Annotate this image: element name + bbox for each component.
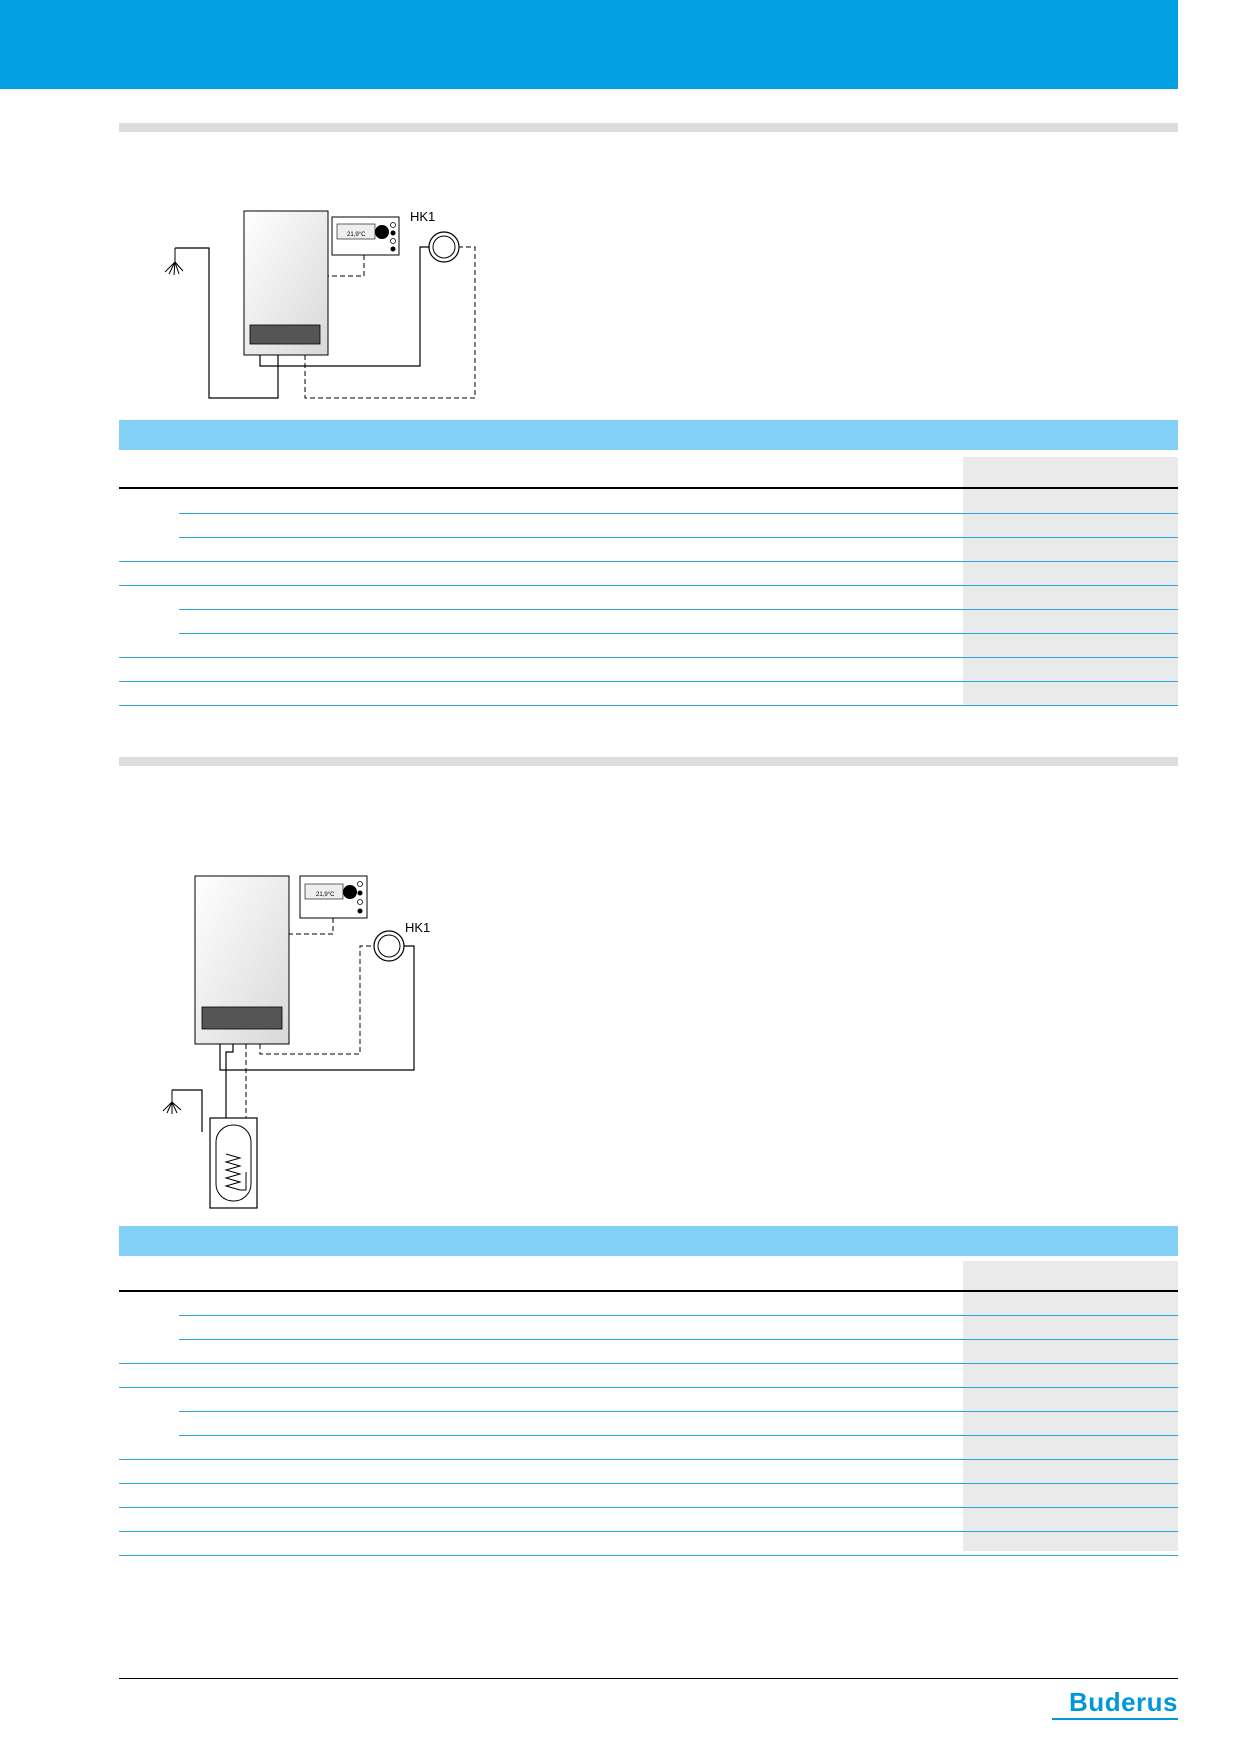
svg-text:HK1: HK1 [405,920,430,935]
table-2-header-band [119,1226,1178,1256]
table-row [119,705,1178,706]
section-2-rule [119,757,1178,766]
table-row [119,1507,1178,1508]
buderus-logo: Buderus [1052,1687,1178,1720]
table-1-top-rule [119,487,1178,489]
hot-water-cylinder-icon [209,1117,258,1209]
table-1-header-band [119,420,1178,450]
controller-icon: 21,9°C [331,216,400,256]
table-row [119,1531,1178,1532]
shower-icon [162,1090,182,1114]
component-table-1 [119,420,1178,710]
table-row [119,681,1178,682]
component-table-2 [119,1226,1178,1556]
table-row [179,513,1178,514]
table-2-value-column [963,1261,1178,1551]
system-diagram-1: 21,9°C HK1 [150,200,490,410]
table-row [119,1483,1178,1484]
table-row [119,1387,1178,1388]
header-bar [0,0,1178,89]
shower-icon [164,248,184,276]
logo-underline [1052,1718,1178,1720]
controller-icon: 21,9°C [299,875,368,919]
system-diagram-2: 21,9°C HK1 [150,870,450,1220]
table-2-top-rule [119,1290,1178,1292]
table-row [179,1411,1178,1412]
table-row [179,537,1178,538]
table-1-value-column [963,457,1178,706]
svg-text:HK1: HK1 [410,209,435,224]
table-row [119,657,1178,658]
section-1-rule [119,123,1178,132]
table-row [119,1363,1178,1364]
table-row [179,633,1178,634]
footer-rule [119,1678,1178,1679]
table-row [179,1435,1178,1436]
table-row [179,1315,1178,1316]
svg-text:21,9°C: 21,9°C [316,892,335,898]
table-row [179,1339,1178,1340]
logo-text: Buderus [1069,1687,1178,1717]
table-row [119,585,1178,586]
table-row [119,1555,1178,1556]
table-row [179,609,1178,610]
table-row [119,1459,1178,1460]
table-row [119,561,1178,562]
svg-text:21,9°C: 21,9°C [347,232,366,238]
